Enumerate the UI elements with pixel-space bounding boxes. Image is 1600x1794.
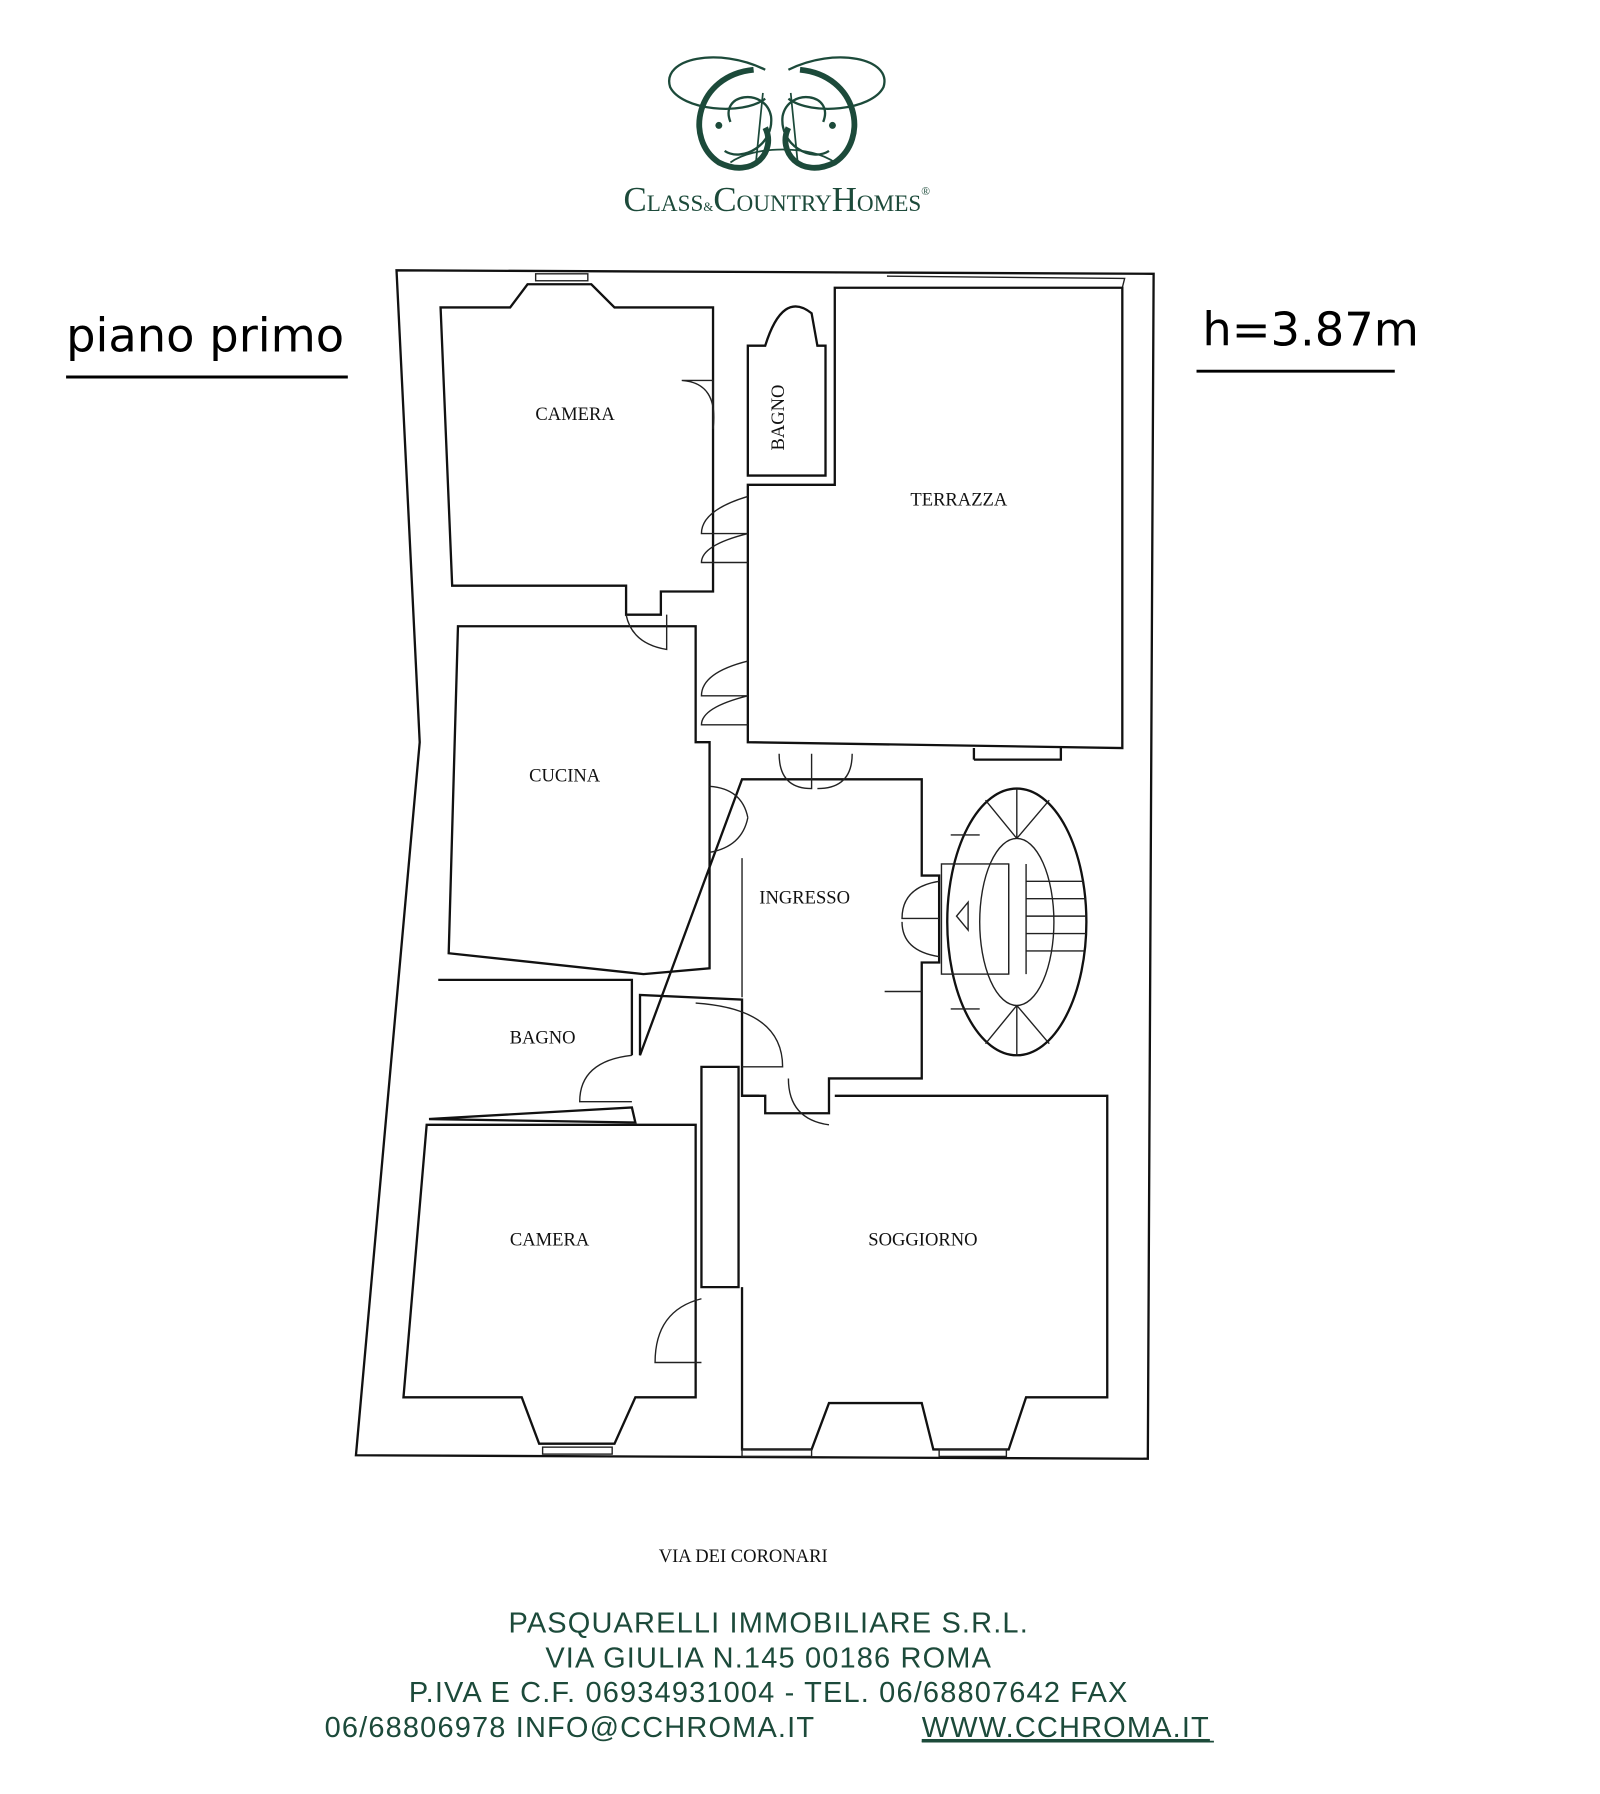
company-tax-phone: P.IVA E C.F. 06934931004 - TEL. 06/68807… [409, 1677, 1129, 1709]
logo-dot-left [715, 121, 723, 129]
room-bagno-bottom [428, 978, 637, 1124]
label-camera-bottom: CAMERA [510, 1229, 590, 1250]
room-bagno-top [746, 305, 827, 477]
door-swings [579, 379, 940, 1364]
room-ingresso [638, 778, 941, 1115]
label-bagno-bottom: BAGNO [510, 1028, 576, 1049]
label-ingresso: INGRESSO [759, 887, 850, 908]
room-camera-top [439, 283, 715, 616]
label-cucina: CUCINA [529, 766, 601, 787]
company-address: VIA GIULIA N.145 00186 ROMA [545, 1642, 992, 1674]
label-camera-top: CAMERA [535, 404, 615, 425]
room-cucina [447, 625, 711, 976]
stair-arrow-icon [955, 900, 969, 932]
floor-label: piano primo [66, 308, 344, 362]
street-label: VIA DEI CORONARI [659, 1546, 828, 1567]
brand-logo: CLASS&COUNTRYHOMES® [624, 56, 931, 219]
label-bagno-top: BAGNO [768, 385, 789, 451]
logo-dot-right [828, 121, 836, 129]
footer-contact: PASQUARELLI IMMOBILIARE S.R.L. VIA GIULI… [325, 1608, 1214, 1744]
website-link[interactable]: WWW.CCHROMA.IT [922, 1712, 1210, 1744]
windows [534, 273, 1008, 1458]
brand-name: CLASS&COUNTRYHOMES® [624, 180, 931, 219]
room-camera-bottom [402, 1123, 697, 1445]
floor-plan: CAMERA BAGNO TERRAZZA CUCINA INGRESSO BA… [354, 269, 1155, 1460]
height-label: h=3.87m [1202, 303, 1419, 357]
outer-wall [354, 269, 1155, 1460]
staircase [940, 748, 1088, 1057]
label-terrazza: TERRAZZA [910, 490, 1007, 511]
room-soggiorno [740, 1094, 1109, 1451]
room-terrazza [746, 286, 1124, 750]
company-name: PASQUARELLI IMMOBILIARE S.R.L. [508, 1608, 1028, 1640]
logo-monogram-icon [668, 56, 886, 171]
label-soggiorno: SOGGIORNO [868, 1229, 977, 1250]
company-fax-email: 06/68806978 INFO@CCHROMA.IT [325, 1712, 816, 1744]
